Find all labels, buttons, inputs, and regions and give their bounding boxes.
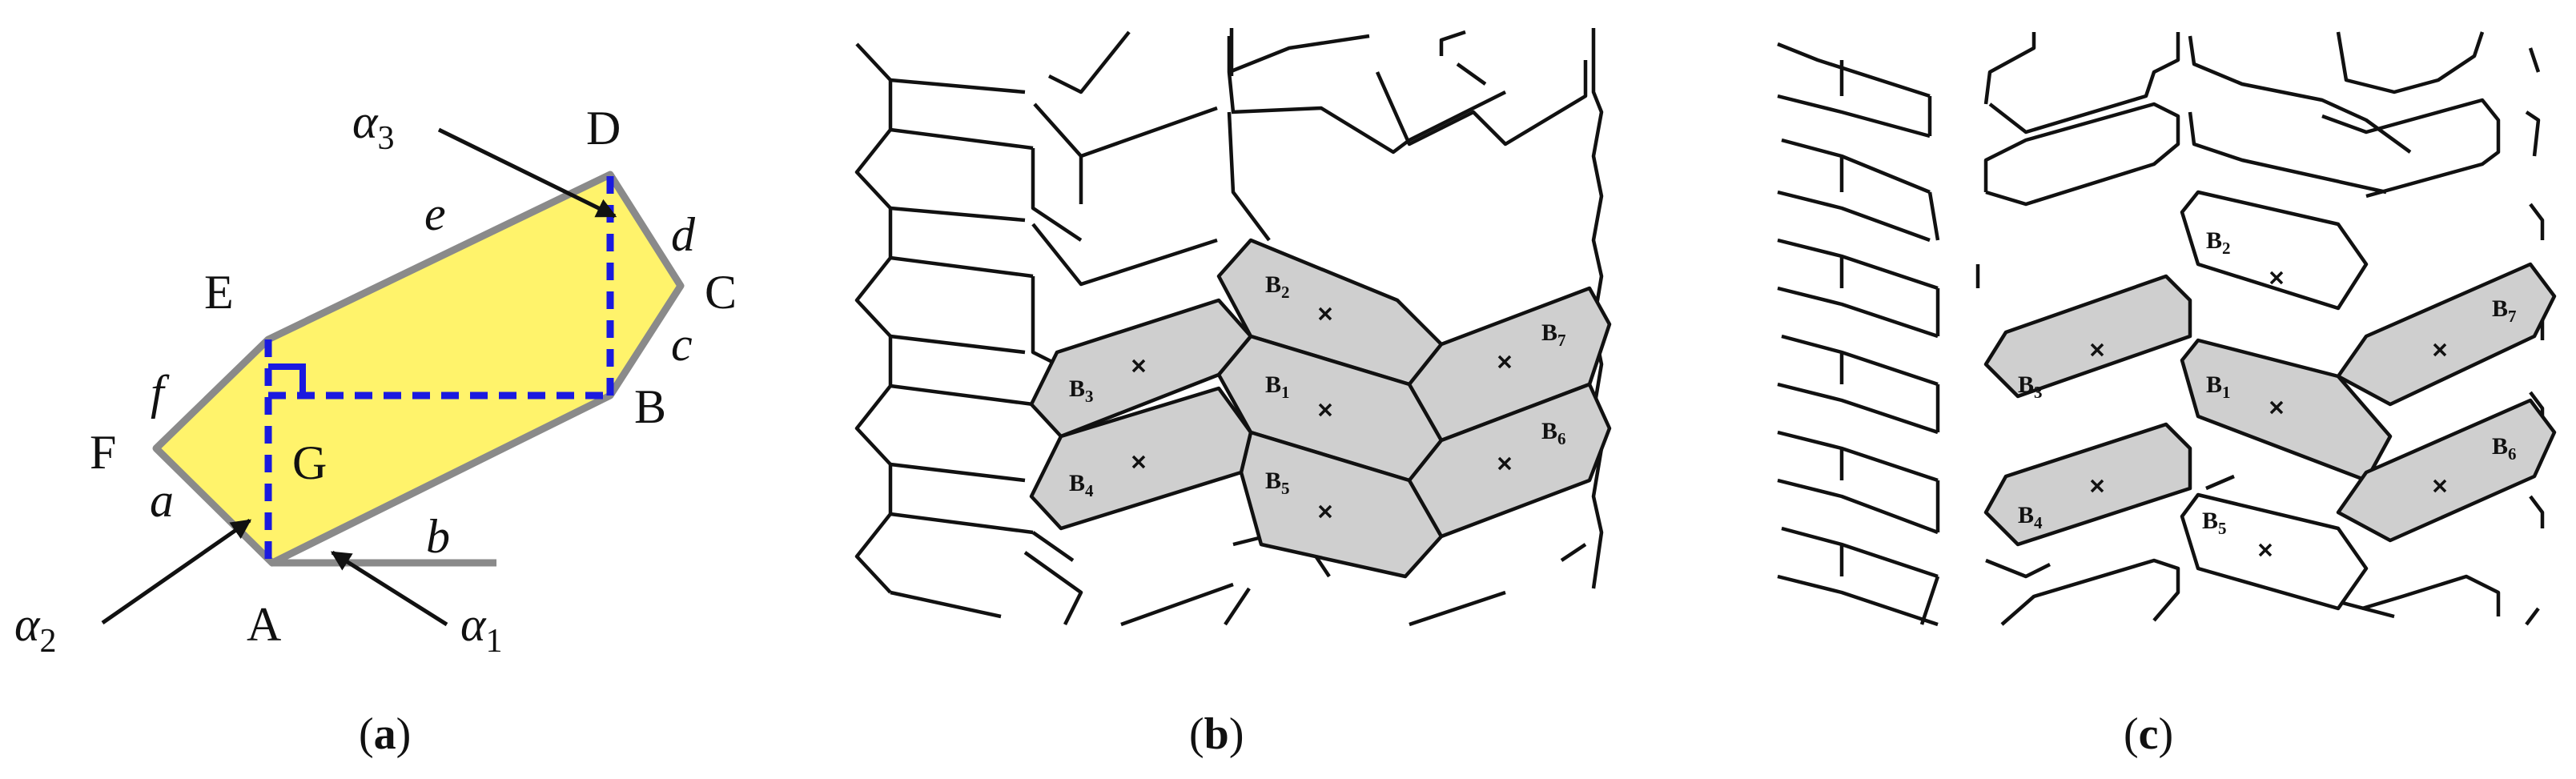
panel-c-cross-markers: [2090, 271, 2447, 557]
alpha2-arrow: [101, 518, 252, 625]
edge-label-e: e: [424, 187, 446, 240]
cell-label-c-b4: B4: [2018, 502, 2043, 532]
panel-b-tiling: B2 B1 B5 B3 B4 B7 B6 (b): [854, 28, 1612, 759]
cell-label-c-b6: B6: [2492, 433, 2517, 464]
cell-label-c-b3: B3: [2018, 371, 2043, 402]
panel-c-highlighted-cells: [1983, 262, 2557, 547]
cell-label-c-b5: B5: [2202, 508, 2227, 538]
cross-marker-b3: [1131, 359, 1146, 373]
cross-marker-b2: [1318, 307, 1332, 321]
cell-label-b1: B1: [1265, 371, 1290, 402]
cross-marker-c-b4: [2090, 479, 2104, 493]
cell-b3-c: [1983, 274, 2192, 399]
cell-b5-white: [2180, 492, 2369, 611]
cross-marker-c-b3: [2090, 343, 2104, 357]
caption-b: (b): [1189, 709, 1244, 759]
caption-a: (a): [359, 709, 411, 759]
alpha3-arrow: [437, 127, 617, 219]
cross-marker-c-b7: [2433, 343, 2447, 357]
cell-label-c-b7: B7: [2492, 295, 2517, 326]
panel-c-white-cells: [2180, 190, 2369, 611]
cell-label-b7: B7: [1541, 319, 1566, 350]
caption-c: (c): [2124, 709, 2173, 759]
cell-b1-c: [2180, 338, 2393, 483]
edge-label-f: f: [151, 366, 170, 419]
hexagon-shape: [152, 171, 685, 567]
panel-c-tiling: B2 B1 B5 B3 B4 B7 B6 (c): [1777, 31, 2557, 759]
cell-label-b5: B5: [1265, 468, 1290, 498]
cell-label-b3: B3: [1069, 375, 1094, 406]
alpha3-label: α3: [352, 95, 395, 157]
cell-label-b2: B2: [1265, 271, 1290, 302]
cross-marker-b6: [1497, 456, 1512, 471]
vertex-label-b: B: [634, 380, 666, 433]
cross-marker-b5: [1318, 504, 1332, 519]
cell-label-c-b1: B1: [2206, 371, 2231, 402]
cell-b7-c: [2336, 262, 2557, 407]
cell-b6-c: [2336, 398, 2557, 543]
vertex-label-a: A: [247, 598, 281, 651]
cell-label-b6: B6: [1541, 418, 1566, 448]
cross-marker-c-b5: [2258, 543, 2273, 557]
panel-b-cross-markers: [1131, 307, 1512, 519]
cell-label-c-b2: B2: [2206, 227, 2231, 258]
edge-label-a: a: [150, 474, 174, 527]
cross-marker-b7: [1497, 355, 1512, 369]
panel-b-highlighted-cells: [1029, 238, 1612, 579]
cross-marker-c-b2: [2269, 271, 2284, 285]
alpha2-label: α2: [14, 598, 57, 660]
panel-c-background-tiles: [1777, 31, 2545, 627]
cell-b2-white: [2180, 190, 2369, 311]
vertex-label-c: C: [705, 266, 737, 319]
cross-marker-b1: [1318, 403, 1332, 417]
panel-b-cell-labels: B2 B1 B5 B3 B4 B7 B6: [1069, 271, 1566, 500]
panel-a-polygon-diagram: A B C D E F G a b c d e f α1 α2 α3 (a): [14, 95, 737, 759]
right-angle-marker: [268, 363, 306, 396]
alpha1-arrow: [330, 550, 448, 627]
edge-label-d: d: [671, 208, 696, 261]
vertex-label-g: G: [292, 436, 327, 489]
panel-c-cell-labels: B2 B1 B5 B3 B4 B7 B6: [2018, 227, 2517, 538]
vertex-label-d: D: [586, 102, 621, 155]
cell-label-b4: B4: [1069, 470, 1094, 500]
vertex-label-e: E: [204, 266, 234, 319]
edge-label-c: c: [671, 318, 693, 371]
cross-marker-b4: [1131, 455, 1146, 469]
vertex-label-f: F: [90, 426, 116, 479]
alpha1-label: α1: [460, 598, 503, 660]
edge-label-b: b: [426, 510, 450, 563]
cross-marker-c-b6: [2433, 479, 2447, 493]
cell-b4-c: [1983, 422, 2192, 547]
cross-marker-c-b1: [2269, 400, 2284, 415]
